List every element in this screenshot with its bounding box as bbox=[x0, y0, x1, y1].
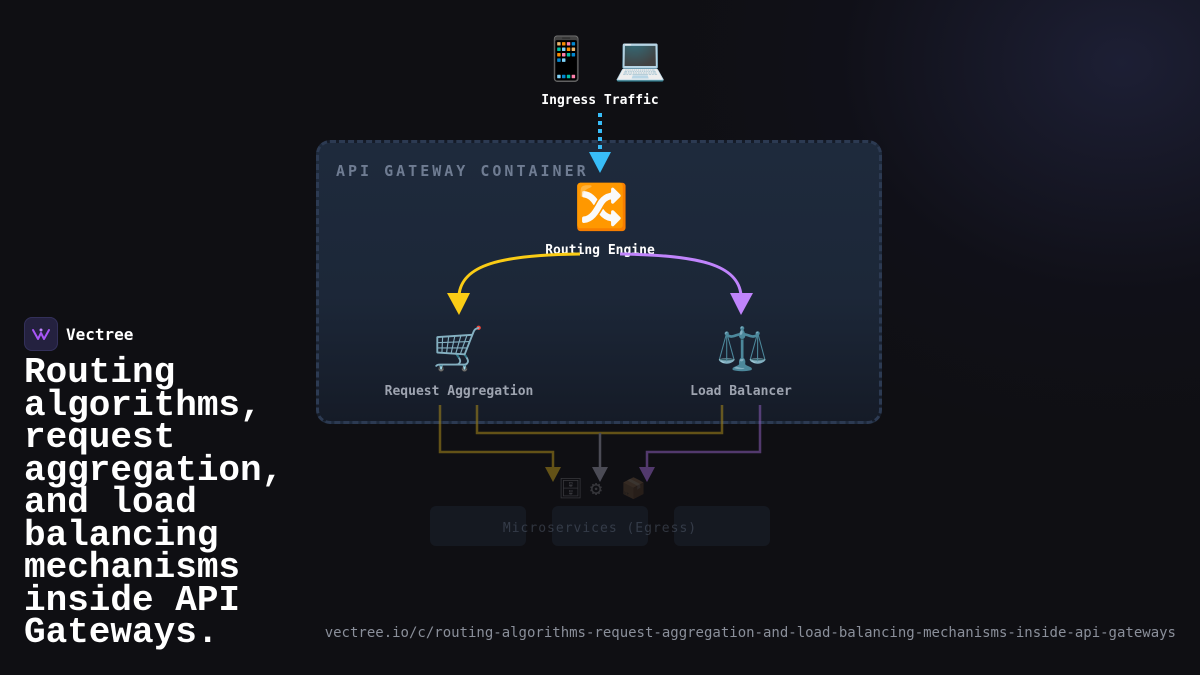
balancer-curve bbox=[619, 252, 743, 296]
container-label: API GATEWAY CONTAINER bbox=[336, 162, 589, 180]
page-title: Routing algorithms, request aggregation,… bbox=[24, 352, 284, 653]
service-box-3 bbox=[674, 506, 770, 546]
load-balancer-label: Load Balancer bbox=[690, 384, 792, 399]
aggregation-curve bbox=[457, 252, 581, 296]
package-icon: 📦 bbox=[621, 476, 646, 500]
service-box-1 bbox=[430, 506, 526, 546]
gear-icon: ⚙ bbox=[590, 476, 603, 500]
vectree-logo-icon bbox=[24, 317, 58, 351]
database-icon: 🗄 bbox=[558, 476, 584, 500]
balancer-arrowhead bbox=[730, 293, 753, 315]
aggregation-arrowhead bbox=[447, 293, 470, 315]
service-box-2 bbox=[552, 506, 648, 546]
egress-label: Microservices (Egress) bbox=[502, 521, 698, 536]
shuffle-icon: 🔀 bbox=[574, 182, 629, 233]
balance-scale-icon: ⚖️ bbox=[716, 324, 769, 373]
shopping-cart-icon: 🛒 bbox=[432, 324, 485, 373]
request-aggregation-label: Request Aggregation bbox=[384, 384, 534, 399]
egress-connectors bbox=[438, 405, 762, 482]
brand-name: Vectree bbox=[66, 324, 134, 344]
page-url[interactable]: vectree.io/c/routing-algorithms-request-… bbox=[324, 625, 1176, 641]
ingress-traffic-label: Ingress Traffic bbox=[541, 93, 659, 108]
mobile-phone-icon: 📱 bbox=[540, 34, 593, 83]
api-gateway-container bbox=[316, 140, 882, 424]
laptop-icon: 💻 bbox=[614, 34, 667, 83]
ingress-arrowhead bbox=[589, 152, 611, 173]
brand: Vectree bbox=[24, 317, 133, 351]
